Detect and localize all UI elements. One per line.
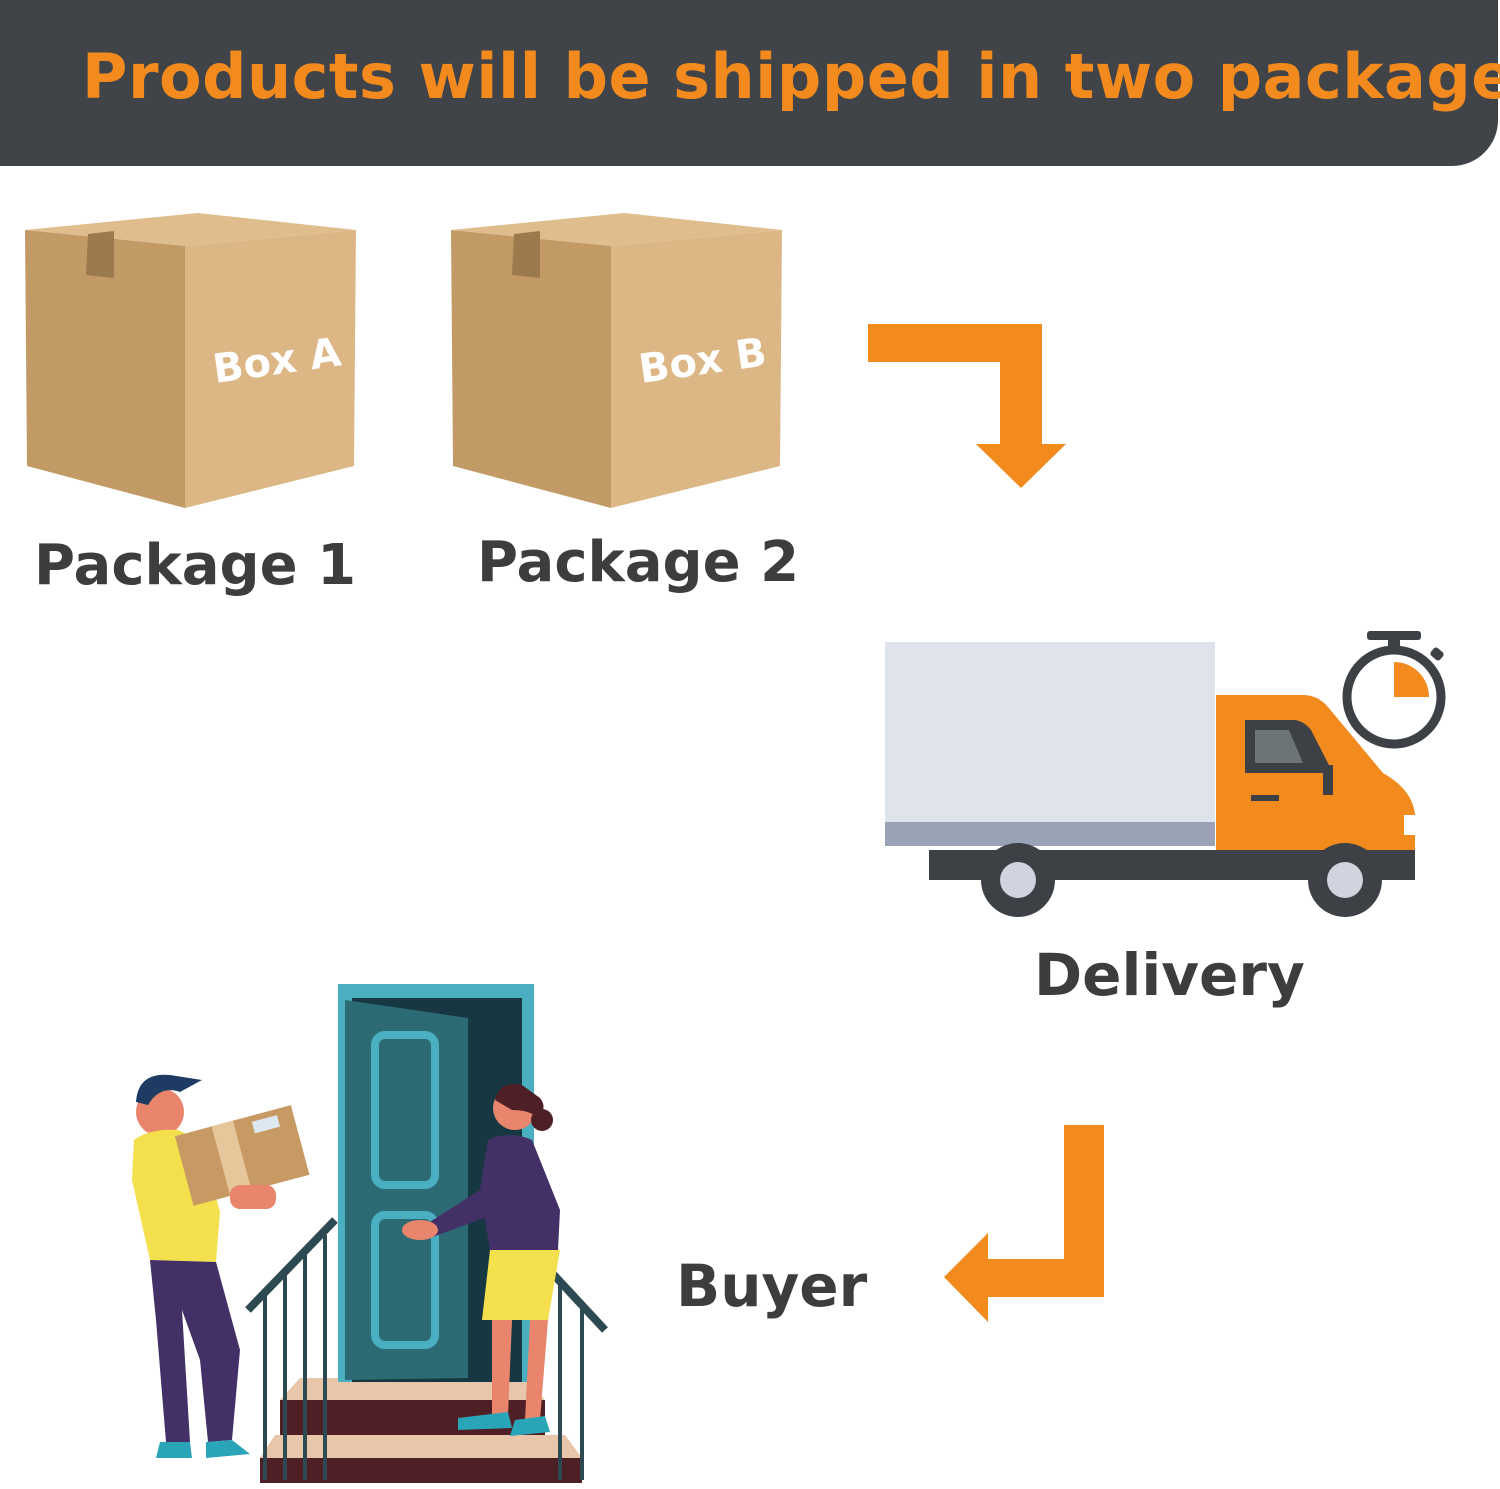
delivery-caption: Delivery: [1034, 941, 1305, 1009]
box-b-icon: Box B: [451, 213, 782, 508]
package-2-caption: Package 2: [477, 530, 800, 595]
header-banner: Products will be shipped in two packages: [0, 0, 1500, 166]
arrow-down-right-icon: [868, 324, 1066, 488]
buyer-caption: Buyer: [676, 1252, 868, 1320]
delivery-truck-icon: [885, 631, 1446, 917]
package-1-caption: Package 1: [34, 533, 357, 598]
stopwatch-icon: [1342, 631, 1446, 749]
box-a-icon: Box A: [25, 213, 356, 508]
doorstep-delivery-illustration: [132, 984, 608, 1483]
arrow-down-left-icon: [944, 1125, 1104, 1322]
banner-title: Products will be shipped in two packages: [82, 40, 1500, 113]
